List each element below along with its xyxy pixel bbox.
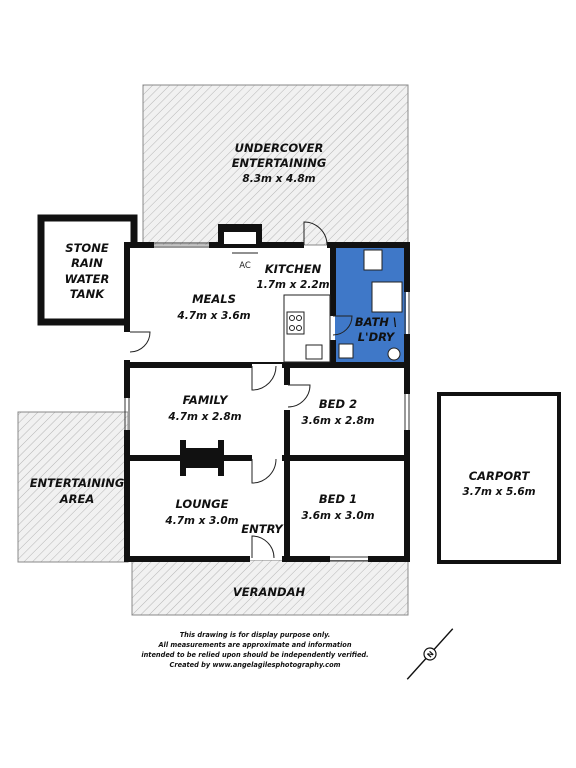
bed2-label: BED 2 <box>319 397 357 411</box>
bath-label-2: L'DRY <box>358 330 396 344</box>
toilet-icon <box>387 347 401 361</box>
disclaimer-line-2: All measurements are approximate and inf… <box>157 641 351 649</box>
undercover-entertaining-area <box>142 84 409 246</box>
disclaimer-line-1: This drawing is for display purpose only… <box>180 631 331 639</box>
carport-dims: 3.7m x 5.6m <box>462 486 535 498</box>
entry-label: ENTRY <box>241 522 284 536</box>
ac-label: AC <box>239 261 251 271</box>
carport-label: CARPORT <box>469 469 531 483</box>
washer-icon <box>338 343 354 359</box>
north-compass-icon: N <box>406 628 454 680</box>
family-label: FAMILY <box>183 393 230 407</box>
fireplace-hearth <box>224 232 256 244</box>
tank-label-3: WATER <box>65 272 110 286</box>
verandah-label: VERANDAH <box>233 585 306 599</box>
fireplace-opening-top <box>186 440 218 448</box>
undercover-dims: 8.3m x 4.8m <box>242 173 315 185</box>
entertaining-area <box>17 411 129 563</box>
bed1-label: BED 1 <box>319 492 357 506</box>
entertaining-label-2: AREA <box>59 492 95 506</box>
bath-label: BATH \ <box>355 315 397 329</box>
tank-label-2: RAIN <box>71 256 103 270</box>
bed1-dims: 3.6m x 3.0m <box>301 510 374 522</box>
disclaimer-line-4: Created by www.angelagilesphotography.co… <box>170 661 341 669</box>
outer-walls <box>124 242 410 562</box>
meals-dims: 4.7m x 3.6m <box>176 310 250 322</box>
meals-label: MEALS <box>192 292 236 306</box>
kitchen-label: KITCHEN <box>265 262 322 276</box>
undercover-label: UNDERCOVER <box>235 141 324 155</box>
family-dims: 4.7m x 2.8m <box>167 411 241 423</box>
doors <box>129 221 353 559</box>
rain-water-tank <box>37 214 138 326</box>
lounge-label: LOUNGE <box>176 497 229 511</box>
windows <box>124 242 410 562</box>
fireplace-opening-bottom <box>186 468 218 476</box>
lounge-dims: 4.7m x 3.0m <box>164 515 238 527</box>
disclaimer-line-3: intended to be relied upon should be ind… <box>141 651 368 659</box>
basin-icon <box>363 249 383 271</box>
sink-icon <box>305 344 323 360</box>
carport <box>437 392 561 564</box>
bed2-dims: 3.6m x 2.8m <box>301 415 374 427</box>
svg-text:N: N <box>426 650 436 660</box>
undercover-label-2: ENTERTAINING <box>232 156 327 170</box>
tank-label-1: STONE <box>65 241 109 255</box>
tank-label-4: TANK <box>70 287 105 301</box>
entertaining-label: ENTERTAINING <box>30 476 125 490</box>
kitchen-dims: 1.7m x 2.2m <box>256 279 329 291</box>
cooktop-icon <box>286 311 305 335</box>
shower-icon <box>371 281 403 313</box>
